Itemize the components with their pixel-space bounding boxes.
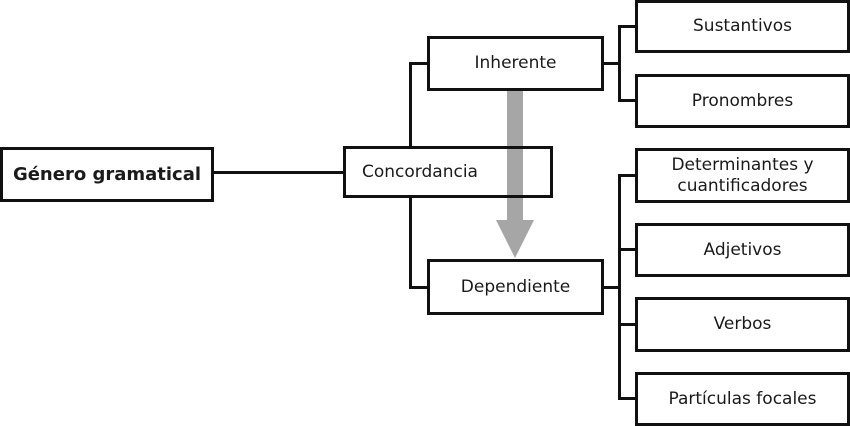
connector-sustantivos-stub: [618, 25, 637, 28]
node-label: Sustantivos: [693, 16, 792, 37]
connector-dependiente-stub: [409, 286, 429, 289]
node-genero-gramatical: Género gramatical: [0, 147, 214, 202]
connector-inherente-vertical: [618, 25, 621, 102]
connector-verbos-stub: [618, 323, 637, 326]
connector-root-concordancia: [212, 171, 345, 174]
connector-vertical-concordancia-down: [409, 196, 412, 288]
connector-particulas-stub: [618, 397, 637, 400]
node-sustantivos: Sustantivos: [635, 0, 850, 53]
node-inherente: Inherente: [427, 36, 604, 91]
connector-dependiente-vertical: [618, 174, 621, 399]
connector-adjetivos-stub: [618, 248, 637, 251]
node-dependiente: Dependiente: [427, 259, 604, 315]
node-label: Género gramatical: [12, 163, 202, 185]
arrow-head: [496, 220, 534, 258]
node-label: Partículas focales: [668, 388, 817, 409]
connector-inherente-out: [601, 62, 620, 65]
node-label: Concordancia: [362, 161, 478, 182]
connector-inherente-stub: [409, 62, 429, 65]
node-label: Determinantes y cuantificadores: [671, 155, 814, 196]
connector-pronombres-stub: [618, 99, 637, 102]
connector-vertical-concordancia-up: [409, 62, 412, 148]
node-pronombres: Pronombres: [635, 74, 850, 128]
node-concordancia: Concordancia: [343, 146, 553, 198]
node-label: Inherente: [474, 53, 557, 74]
node-label: Dependiente: [460, 276, 571, 297]
connector-determinantes-stub: [618, 174, 637, 177]
connector-dependiente-out: [601, 286, 620, 289]
node-determinantes: Determinantes y cuantificadores: [635, 148, 850, 203]
node-adjetivos: Adjetivos: [635, 223, 850, 277]
node-particulas-focales: Partículas focales: [635, 372, 850, 426]
arrow-shaft: [507, 90, 523, 222]
node-label: Verbos: [713, 314, 772, 335]
node-label: Pronombres: [691, 90, 794, 111]
node-verbos: Verbos: [635, 297, 850, 352]
node-label: Adjetivos: [703, 239, 782, 260]
